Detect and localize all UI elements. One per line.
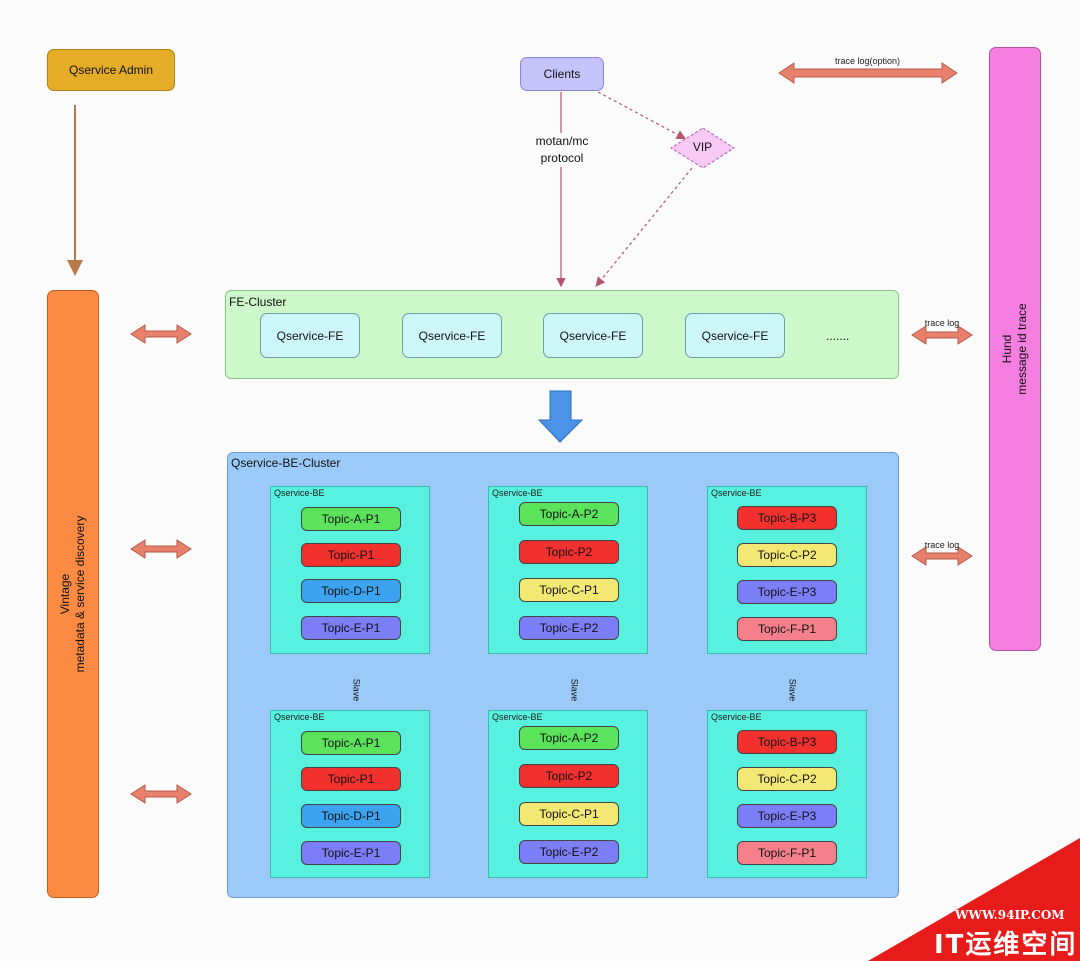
be-node-bottom-1[interactable]: Qservice-BE Topic-A-P1 Topic-P1 Topic-D-… [270,710,430,878]
topic-e-p2[interactable]: Topic-E-P2 [519,840,619,864]
vintage-label: Vintage metadata & service discovery [58,515,87,673]
qservice-admin-node[interactable]: Qservice Admin [47,49,175,91]
be-node-label: Qservice-BE [711,712,762,722]
be-node-label: Qservice-BE [711,488,762,498]
vintage-be-slave-arrow [130,784,192,804]
watermark-url: WWW.94IP.COM [955,908,1065,922]
topic-b-p3[interactable]: Topic-B-P3 [737,506,837,530]
fe-node-3[interactable]: Qservice-FE [543,313,643,358]
topic-a-p1[interactable]: Topic-A-P1 [301,507,401,531]
topic-p2[interactable]: Topic-P2 [519,540,619,564]
watermark-triangle [868,838,1080,961]
be-node-bottom-3[interactable]: Qservice-BE Topic-B-P3 Topic-C-P2 Topic-… [707,710,867,878]
topic-e-p3[interactable]: Topic-E-P3 [737,580,837,604]
topic-c-p1[interactable]: Topic-C-P1 [519,802,619,826]
watermark-name: IT运维空间 [934,930,1078,960]
topic-c-p2[interactable]: Topic-C-P2 [737,767,837,791]
fe-node-1[interactable]: Qservice-FE [260,313,360,358]
vip-diamond[interactable] [670,127,735,169]
topic-e-p2[interactable]: Topic-E-P2 [519,616,619,640]
be-node-bottom-2[interactable]: Qservice-BE Topic-A-P2 Topic-P2 Topic-C-… [488,710,648,878]
slave-label-3: Slave [787,678,798,702]
topic-a-p2[interactable]: Topic-A-P2 [519,726,619,750]
topic-a-p1[interactable]: Topic-A-P1 [301,731,401,755]
be-hund-arrow [911,546,973,566]
hund-label: Hund message id trace [1000,303,1029,395]
topic-f-p1[interactable]: Topic-F-P1 [737,841,837,865]
fe-node-4[interactable]: Qservice-FE [685,313,785,358]
vip-to-fe-arrow [595,167,693,287]
trace-log-fe-label: trace log [924,318,960,328]
fe-node-2[interactable]: Qservice-FE [402,313,502,358]
topic-a-p2[interactable]: Topic-A-P2 [519,502,619,526]
topic-p1[interactable]: Topic-P1 [301,543,401,567]
hund-node[interactable] [989,47,1041,651]
slave-label-2: Slave [569,678,580,702]
be-node-label: Qservice-BE [274,712,325,722]
fe-cluster-title: FE-Cluster [229,295,287,309]
fe-cluster: FE-Cluster Qservice-FE Qservice-FE Qserv… [225,290,899,379]
topic-d-p1[interactable]: Topic-D-P1 [301,804,401,828]
topic-e-p1[interactable]: Topic-E-P1 [301,841,401,865]
trace-log-option-label: trace log(option) [834,56,901,66]
fe-hund-arrow [911,325,973,345]
be-node-label: Qservice-BE [492,488,543,498]
vip-label: VIP [692,140,713,154]
be-node-top-2[interactable]: Qservice-BE Topic-A-P2 Topic-P2 Topic-C-… [488,486,648,654]
be-cluster: Qservice-BE-Cluster Qservice-BE Topic-A-… [227,452,899,898]
be-node-top-1[interactable]: Qservice-BE Topic-A-P1 Topic-P1 Topic-D-… [270,486,430,654]
protocol-label: motan/mc protocol [520,133,604,167]
topic-p1[interactable]: Topic-P1 [301,767,401,791]
slave-label-1: Slave [351,678,362,702]
clients-to-vip-arrow [597,91,687,140]
fe-to-be-arrow [537,390,584,443]
vintage-be-arrow [130,539,192,559]
be-node-label: Qservice-BE [492,712,543,722]
be-node-top-3[interactable]: Qservice-BE Topic-B-P3 Topic-C-P2 Topic-… [707,486,867,654]
vintage-fe-arrow [130,324,192,344]
trace-log-be-label: trace log [924,540,960,550]
trace-log-option-arrow [778,62,958,84]
topic-e-p1[interactable]: Topic-E-P1 [301,616,401,640]
topic-f-p1[interactable]: Topic-F-P1 [737,617,837,641]
be-cluster-title: Qservice-BE-Cluster [231,456,341,470]
be-node-label: Qservice-BE [274,488,325,498]
topic-e-p3[interactable]: Topic-E-P3 [737,804,837,828]
topic-b-p3[interactable]: Topic-B-P3 [737,730,837,754]
clients-node[interactable]: Clients [520,57,604,91]
topic-c-p1[interactable]: Topic-C-P1 [519,578,619,602]
fe-more-ellipsis: ....... [826,329,850,343]
vintage-node[interactable] [47,290,99,898]
topic-c-p2[interactable]: Topic-C-P2 [737,543,837,567]
topic-p2[interactable]: Topic-P2 [519,764,619,788]
topic-d-p1[interactable]: Topic-D-P1 [301,579,401,603]
